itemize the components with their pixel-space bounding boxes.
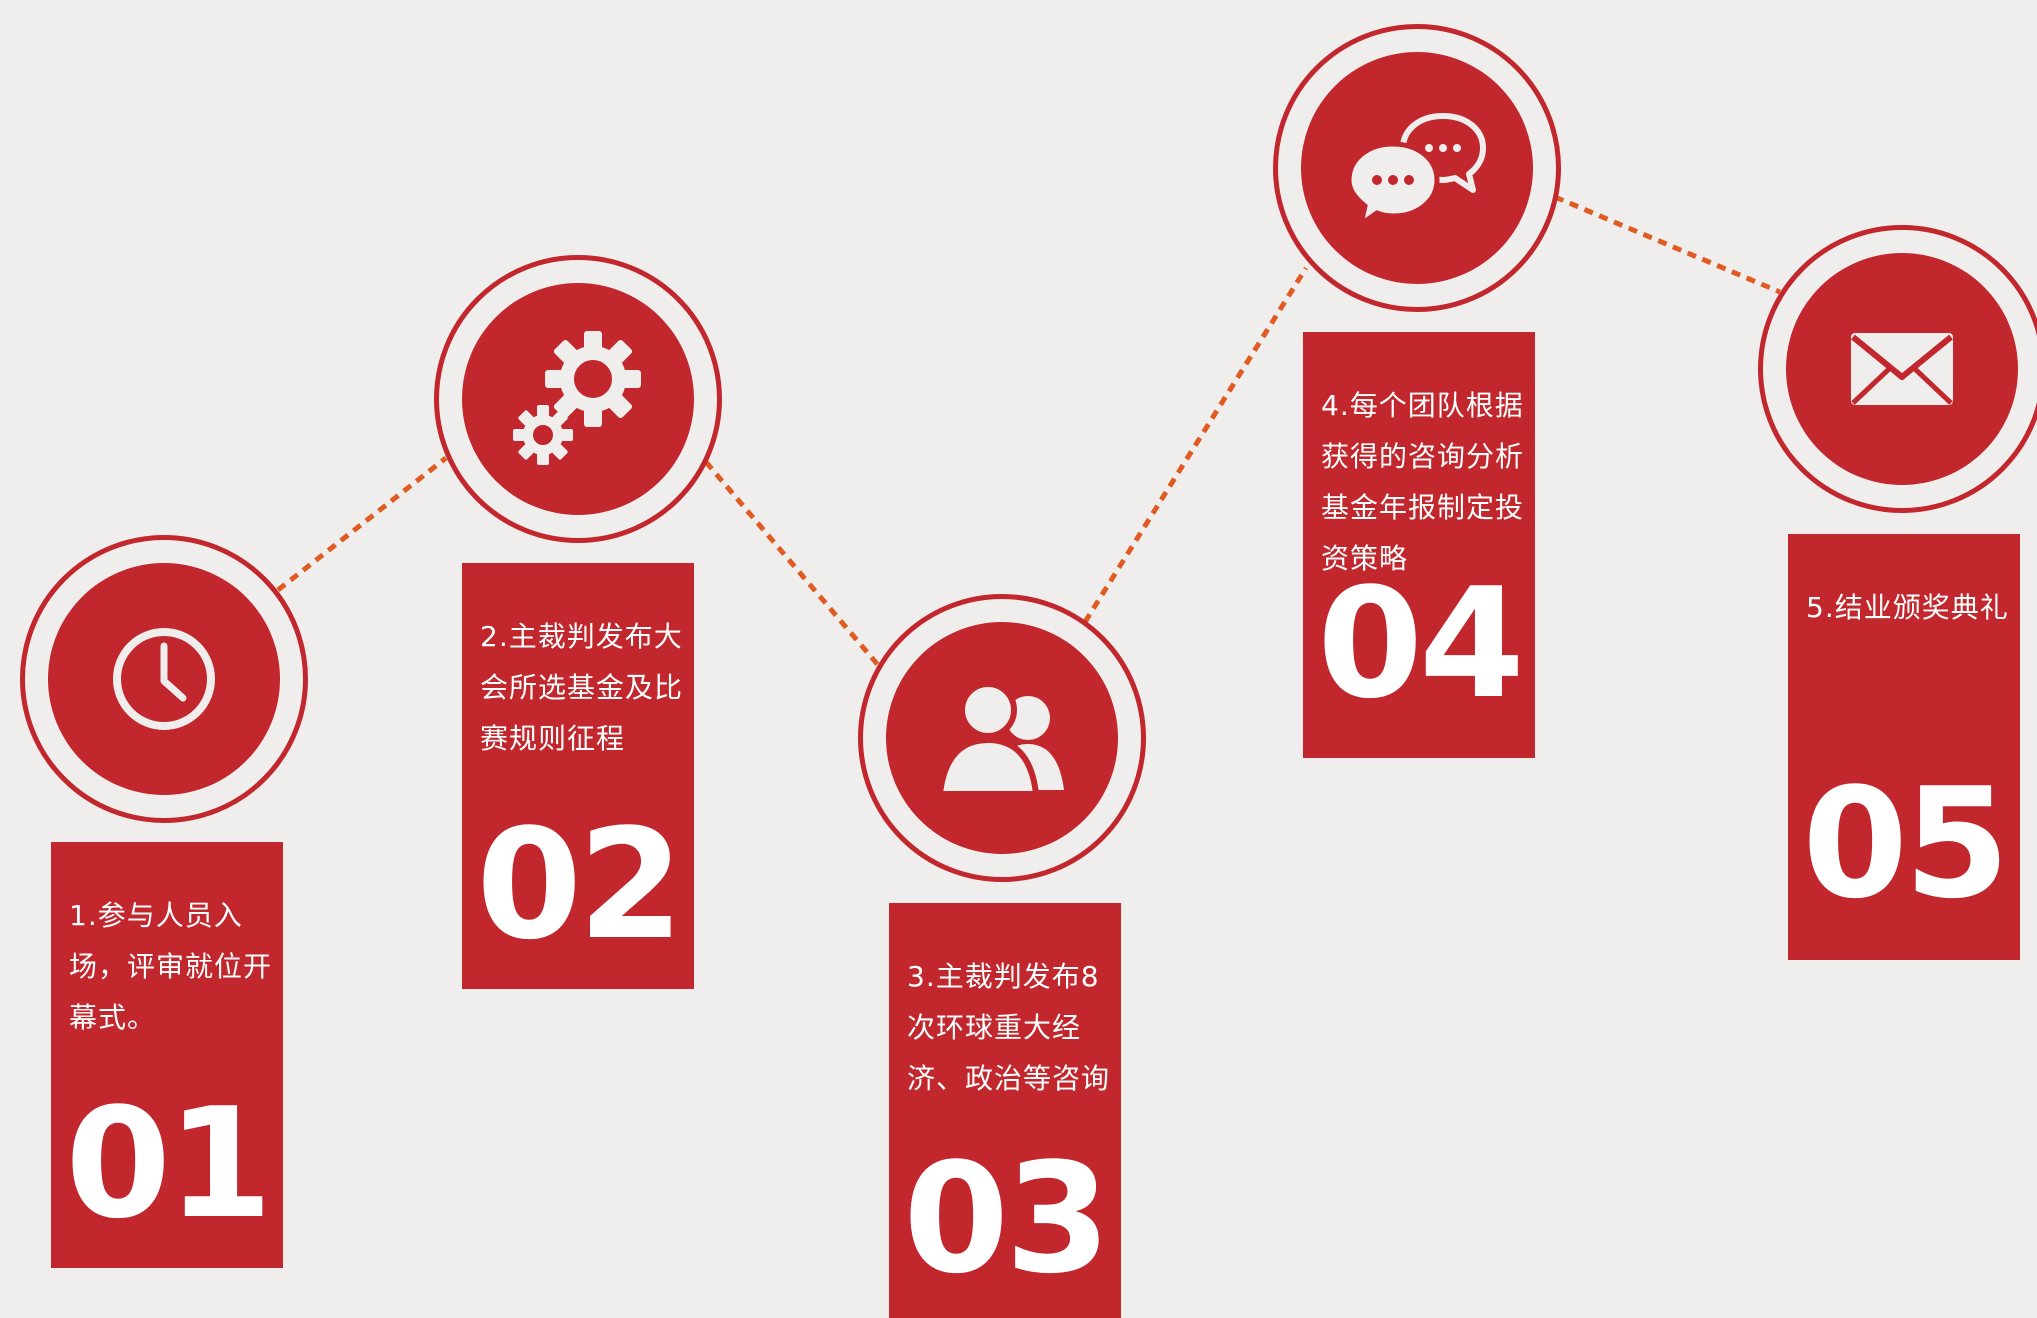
connector-4-5 (1554, 194, 1781, 295)
step-5-description: 5.结业颁奖典礼 (1806, 591, 2009, 624)
step-3-badge (886, 622, 1118, 854)
chat-bubbles-icon (1347, 113, 1486, 228)
step-2-badge (462, 283, 694, 515)
users-icon (936, 681, 1064, 797)
step-2-circle (434, 255, 722, 543)
connector-3-4 (1082, 266, 1309, 624)
step-4-badge (1301, 52, 1533, 284)
step-4-card: 4.每个团队根据获得的咨询分析基金年报制定投资策略 04 (1303, 332, 1535, 758)
step-3-card: 3.主裁判发布8次环球重大经济、政治等咨询 03 (889, 903, 1121, 1318)
step-2-description: 2.主裁判发布大会所选基金及比赛规则征程 (480, 620, 684, 755)
step-4-number: 04 (1317, 555, 1525, 732)
step-2-number: 02 (476, 796, 684, 973)
step-3-circle (858, 594, 1146, 882)
step-2-card: 2.主裁判发布大会所选基金及比赛规则征程 02 (462, 563, 694, 989)
step-1-description: 1.参与人员入场，评审就位开幕式。 (69, 899, 273, 1034)
step-1-badge (48, 563, 280, 795)
step-3-number: 03 (903, 1130, 1111, 1307)
step-4-description: 4.每个团队根据获得的咨询分析基金年报制定投资策略 (1321, 389, 1525, 575)
step-5-card: 5.结业颁奖典礼 05 (1788, 534, 2020, 960)
step-5-badge (1786, 253, 2018, 485)
step-5-circle (1758, 225, 2037, 513)
step-1-number: 01 (65, 1075, 273, 1252)
step-1-card: 1.参与人员入场，评审就位开幕式。 01 (51, 842, 283, 1268)
step-5-number: 05 (1802, 755, 2010, 932)
step-3-description: 3.主裁判发布8次环球重大经济、政治等咨询 (907, 960, 1111, 1095)
gears-icon (513, 331, 641, 465)
envelope-icon (1851, 333, 1953, 405)
connector-1-2 (276, 456, 448, 592)
step-1-circle (20, 535, 308, 823)
step-4-circle (1273, 24, 1561, 312)
connector-2-3 (704, 460, 880, 667)
clock-icon (113, 628, 215, 730)
